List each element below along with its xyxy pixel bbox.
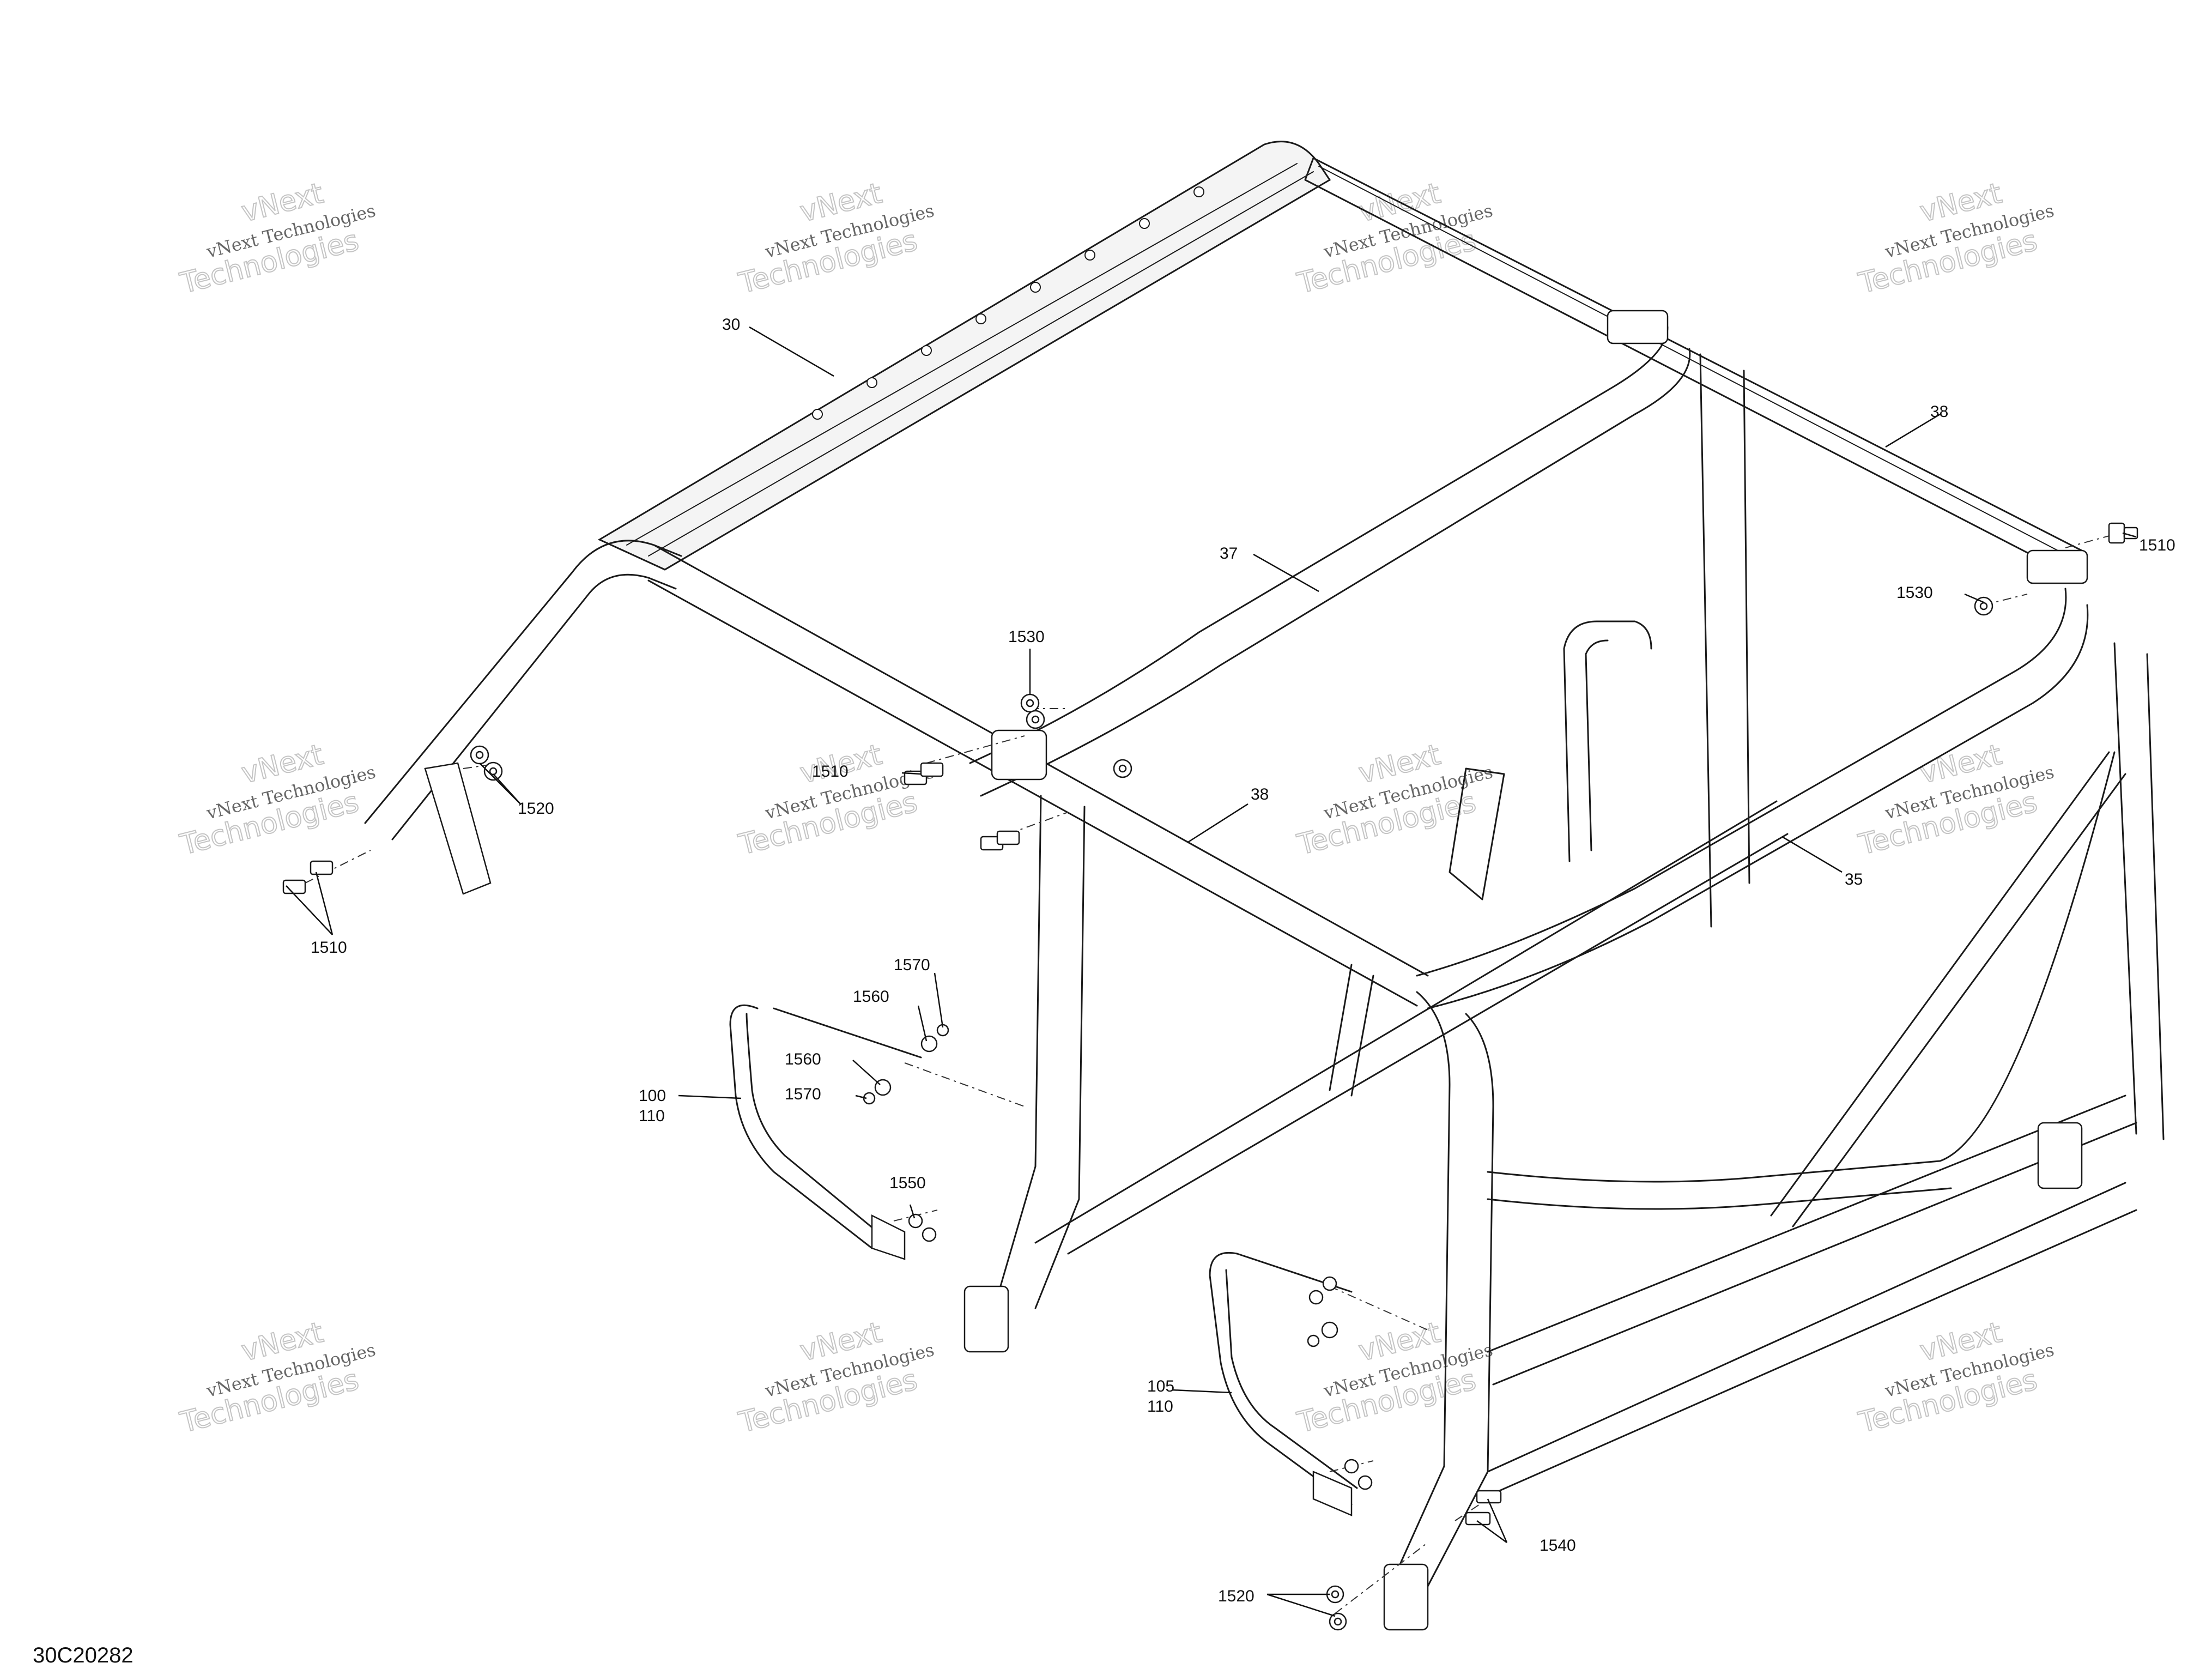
callout-1510-right: 1510	[2139, 536, 2175, 554]
nut-icon	[1113, 759, 1132, 778]
bolt-icon	[310, 860, 334, 875]
nut-icon	[1357, 1475, 1373, 1490]
nut-icon	[1329, 1612, 1347, 1631]
callout-1550: 1550	[889, 1174, 926, 1192]
bent-tube-35	[1416, 588, 2089, 1009]
bolt-icon	[996, 830, 1020, 845]
nut-icon	[1344, 1459, 1359, 1474]
nut-icon	[1974, 596, 1993, 616]
callout-1570-mid: 1570	[785, 1085, 821, 1103]
door-bar-100-bracket	[871, 1214, 906, 1260]
cage-drawing	[364, 141, 2165, 1631]
nut-icon	[922, 1227, 937, 1242]
door-bar-105-bracket	[1312, 1471, 1353, 1516]
watermark-7: vNext vNext Technologies Technologies	[1294, 738, 1495, 862]
rear-post-right	[2113, 642, 2165, 1140]
front-arch-left-b	[391, 573, 677, 840]
front-post-left	[996, 795, 1086, 1309]
leader-lines	[286, 326, 2137, 1617]
foot-bracket-front-left	[963, 1285, 1009, 1353]
nut-icon	[1020, 693, 1040, 713]
watermark-10: vNext vNext Technologies Technologies	[735, 1316, 936, 1440]
bolt-icon	[282, 879, 306, 894]
watermark-11: vNext vNext Technologies Technologies	[1294, 1316, 1495, 1440]
callout-1570-top: 1570	[894, 956, 930, 974]
callout-110-a: 110	[639, 1107, 665, 1125]
callout-1520-bottom: 1520	[1218, 1587, 1255, 1605]
bolt-icon	[920, 762, 944, 777]
lower-frame	[1034, 751, 2137, 1495]
nut-icon	[1307, 1334, 1320, 1347]
nut-icon	[1308, 1290, 1324, 1305]
callout-110-b: 110	[1147, 1398, 1173, 1416]
callout-35: 35	[1845, 870, 1863, 888]
front-post-right	[1394, 991, 1494, 1587]
callout-1560-top: 1560	[853, 988, 889, 1006]
top-rail-38-right-inner	[1318, 166, 2074, 559]
nut-icon	[1321, 1321, 1338, 1339]
hardware	[282, 522, 2138, 1631]
center-arm	[1449, 767, 1505, 900]
callout-38-center: 38	[1251, 785, 1269, 803]
watermark-1: vNext vNext Technologies Technologies	[177, 177, 378, 301]
nut-icon	[1322, 1276, 1337, 1291]
callout-105: 105	[1147, 1377, 1174, 1395]
watermark-9: vNext vNext Technologies Technologies	[177, 1316, 378, 1440]
callout-30: 30	[722, 316, 740, 334]
explosion-lines	[305, 531, 2126, 1614]
roof-rail-30	[597, 141, 1331, 571]
rear-post-center	[1699, 353, 1750, 928]
foot-bracket-front-right	[1383, 1563, 1429, 1631]
top-connector-left	[991, 729, 1047, 781]
center-post-brace	[1329, 964, 1374, 1097]
front-arch-left	[364, 540, 682, 824]
callout-1560-mid: 1560	[785, 1050, 821, 1068]
door-bar-105	[1209, 1251, 1358, 1505]
watermark-6: vNext vNext Technologies Technologies	[735, 738, 936, 862]
callout-100: 100	[639, 1087, 666, 1105]
callouts: 30 37 38 38 35 1510 1530 1530 1510 1520 …	[311, 316, 2175, 1605]
arch-bracket-left	[424, 762, 492, 895]
callout-1530-center: 1530	[1008, 628, 1045, 646]
nut-icon	[483, 761, 503, 781]
nut-icon	[1026, 710, 1045, 729]
top-connector-right	[1607, 310, 1669, 344]
bent-tube-37	[969, 326, 1691, 797]
callout-37: 37	[1220, 545, 1238, 563]
callout-1510-center: 1510	[812, 763, 849, 781]
top-connector-rear	[2026, 549, 2088, 584]
rear-diagonal-brace	[1770, 751, 2126, 1227]
roof-rail-30-inner	[626, 163, 1314, 557]
nut-icon	[908, 1213, 923, 1229]
bolt-icon	[1465, 1511, 1491, 1526]
callout-1530-right: 1530	[1896, 584, 1933, 602]
nut-icon	[920, 1035, 938, 1053]
nut-icon	[470, 745, 489, 765]
door-bar-100	[729, 1004, 922, 1249]
callout-1540: 1540	[1540, 1537, 1576, 1555]
watermark-8: vNext vNext Technologies Technologies	[1855, 738, 2056, 862]
watermark-4: vNext vNext Technologies Technologies	[1855, 177, 2056, 301]
rear-loop	[1563, 620, 1652, 862]
callout-1510-left: 1510	[311, 939, 347, 957]
watermark-2: vNext vNext Technologies Technologies	[735, 177, 936, 301]
callout-38-right: 38	[1930, 403, 1948, 421]
watermark-5: vNext vNext Technologies Technologies	[177, 738, 378, 862]
diagram-id: 30C20282	[33, 1643, 134, 1667]
foot-bracket-rear-right	[2037, 1122, 2083, 1189]
roof-rail-holes	[812, 186, 1204, 420]
callout-1520-left: 1520	[518, 800, 554, 818]
